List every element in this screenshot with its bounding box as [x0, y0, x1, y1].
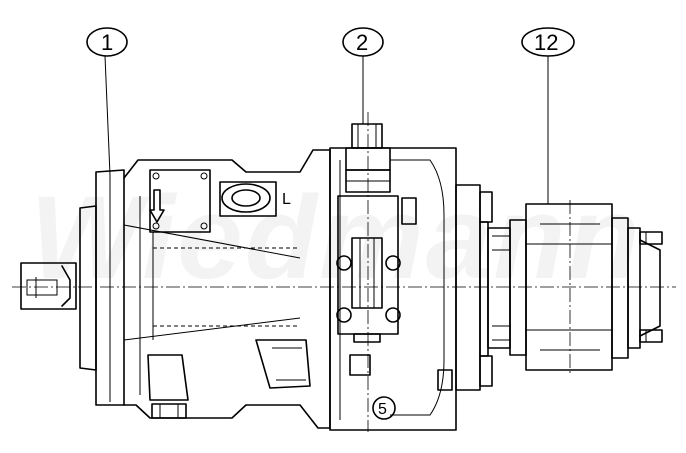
callout-12: 12 [521, 27, 575, 204]
gear-pump [525, 200, 663, 374]
control-housing: 5 [329, 147, 457, 431]
watermark: Wiedmann [30, 172, 642, 304]
part-5-label: 5 [378, 401, 387, 418]
callout-2-label: 2 [356, 30, 368, 55]
callout-1-label: 1 [101, 30, 113, 55]
port-L-label: L [282, 191, 291, 208]
drive-shaft [20, 262, 77, 310]
port-L: L [219, 181, 291, 217]
pump-housing [79, 149, 331, 429]
callout-1: 1 [86, 27, 128, 176]
callout-12-label: 12 [534, 30, 558, 55]
adapter-flange [455, 184, 527, 391]
cover-plate [149, 169, 211, 233]
callout-2: 2 [342, 27, 384, 124]
